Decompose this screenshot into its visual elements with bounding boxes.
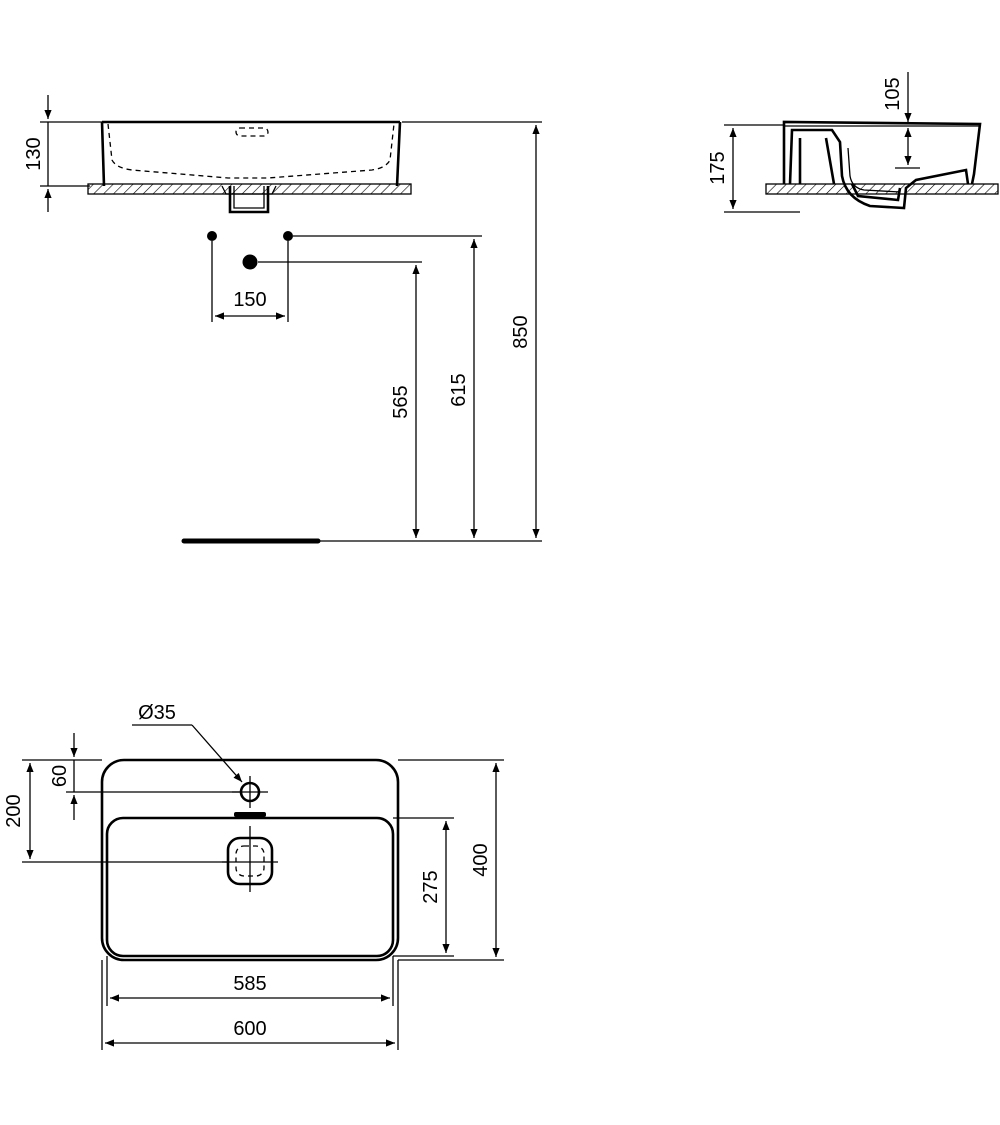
side-basin-inner [784,125,980,193]
plan-overflow [234,812,266,817]
dim-side-height: 175 [707,124,800,213]
label-105: 105 [882,77,904,110]
dim-waste-offset: 200 [3,759,228,863]
basin-inner-dashed [107,123,395,179]
dim-tap-hole: Ø35 [132,702,243,783]
label-565: 565 [390,385,412,418]
waste-outlet [228,186,270,214]
front-view: 130 150 565 615 850 [23,95,542,544]
label-275: 275 [420,870,442,903]
label-585: 585 [233,973,266,995]
waste-connection [242,254,258,270]
plan-view: Ø35 60 200 275 [3,702,504,1050]
dim-front-height: 130 [23,95,102,212]
dim-inner-width: 585 [106,956,394,1006]
dim-tap-offset: 60 [49,733,240,820]
dim-vertical-heights: 565 615 850 [258,121,542,538]
label-600: 600 [233,1018,266,1040]
label-dia35: Ø35 [138,702,176,724]
label-150: 150 [233,289,266,311]
label-60: 60 [49,765,71,787]
plan-outer-outline [100,758,400,962]
side-view: 175 105 [707,72,999,213]
side-countertop-slab [765,183,999,195]
side-basin-outline [782,120,982,210]
countertop-slab [87,183,412,195]
waste-outlet-inner [221,185,277,209]
plan-inner-bowl [105,816,395,958]
dim-inner-depth: 275 [393,817,454,957]
label-400: 400 [470,843,492,876]
dim-outer-depth: 400 [398,759,504,961]
label-615: 615 [448,373,470,406]
overflow-slot [235,127,269,137]
dim-side-depth: 105 [882,72,920,169]
tap-connection-right [283,231,293,241]
dim-tap-spacing: 150 [211,241,289,322]
label-200: 200 [3,794,25,827]
label-850: 850 [510,315,532,348]
label-130: 130 [23,137,45,170]
basin-front-outline [100,120,402,187]
dim-outer-width: 600 [101,960,399,1050]
label-175: 175 [707,151,729,184]
tap-connection-left [207,231,217,241]
